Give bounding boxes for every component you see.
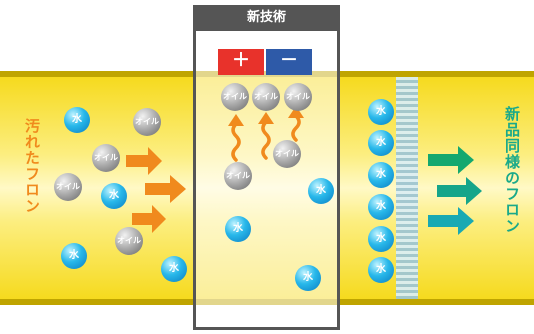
rising-arrowhead-1: [228, 114, 244, 126]
clean-refrigerant-label: 新品同様のフロン: [503, 106, 521, 234]
orange-arrow-3: [132, 205, 166, 233]
filter-membrane: [396, 77, 418, 299]
water-molecule: 水: [225, 216, 251, 242]
water-molecule: 水: [61, 243, 87, 269]
oil-molecule: オイル: [284, 83, 312, 111]
water-molecule: 水: [368, 226, 394, 252]
oil-molecule: オイル: [133, 108, 161, 136]
oil-molecule: オイル: [92, 144, 120, 172]
rising-arrowhead-2: [258, 112, 274, 124]
water-molecule: 水: [368, 99, 394, 125]
new-technology-title: 新技術: [193, 5, 340, 31]
plus-electrode: ＋: [218, 49, 264, 75]
water-molecule: 水: [368, 162, 394, 188]
water-molecule: 水: [295, 265, 321, 291]
water-molecule: 水: [101, 183, 127, 209]
water-molecule: 水: [161, 256, 187, 282]
oil-molecule: オイル: [221, 83, 249, 111]
teal-arrow-3: [428, 207, 474, 235]
water-molecule: 水: [64, 107, 90, 133]
oil-molecule: オイル: [54, 173, 82, 201]
minus-electrode: －: [266, 49, 312, 75]
oil-molecule: オイル: [224, 162, 252, 190]
teal-arrow-2: [437, 177, 482, 205]
oil-molecule: オイル: [273, 140, 301, 168]
teal-arrow-1: [428, 146, 474, 174]
water-molecule: 水: [368, 257, 394, 283]
dirty-refrigerant-label: 汚れたフロン: [23, 118, 41, 214]
oil-molecule: オイル: [252, 83, 280, 111]
rising-arrow-1: [231, 122, 241, 162]
rising-arrowhead-3: [288, 106, 304, 118]
water-molecule: 水: [368, 194, 394, 220]
water-molecule: 水: [368, 130, 394, 156]
rising-arrow-3: [291, 114, 301, 142]
rising-arrow-2: [261, 120, 271, 160]
water-molecule: 水: [308, 178, 334, 204]
oil-molecule: オイル: [115, 227, 143, 255]
orange-arrow-2: [145, 175, 186, 203]
orange-arrow-1: [126, 147, 162, 175]
